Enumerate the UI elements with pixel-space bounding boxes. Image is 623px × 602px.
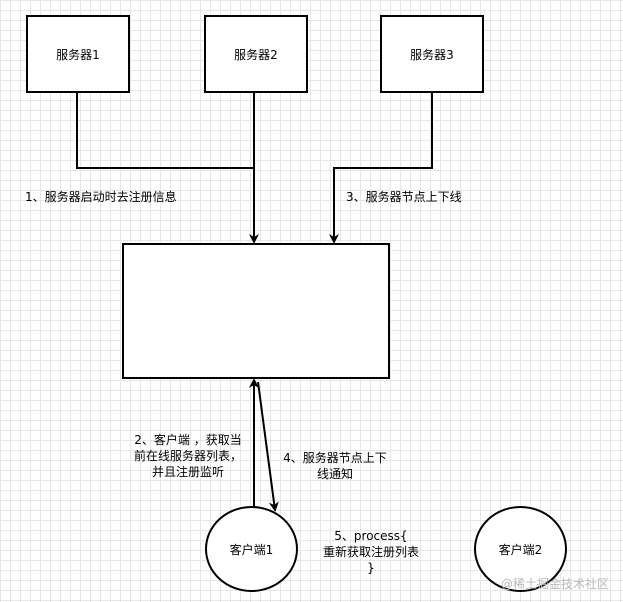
step5-line-2: 重新获取注册列表 <box>322 545 419 559</box>
server1-node: 服务器1 <box>26 15 130 93</box>
step5-label: 5、process{ 重新获取注册列表 } <box>312 528 430 576</box>
server2-node: 服务器2 <box>204 15 308 93</box>
server1-label: 服务器1 <box>56 47 100 62</box>
server1-connector <box>76 93 254 169</box>
step2-line-2: 前在线服务器列表， <box>133 449 242 463</box>
step2-label: 2、客户端 ，获取当 前在线服务器列表， 并且注册监听 <box>128 432 248 480</box>
client1-label: 客户端1 <box>229 542 274 557</box>
step1-label: 1、服务器启动时去注册信息 <box>25 190 177 204</box>
step2-line-1: 2、客户端 ，获取当 <box>134 433 242 447</box>
server2-label: 服务器2 <box>234 47 278 62</box>
step4-line-1: 4、服务器节点上下 <box>283 451 387 465</box>
client1-node: 客户端1 <box>205 506 298 592</box>
step3-label: 3、服务器节点上下线 <box>346 190 462 204</box>
step2-line-3: 并且注册监听 <box>151 465 224 479</box>
step4-line-2: 线通知 <box>316 467 353 481</box>
client2-label: 客户端2 <box>498 542 543 557</box>
registry-to-client1-arrow <box>257 381 279 512</box>
registry-node <box>122 243 390 379</box>
step5-line-1: 5、process{ <box>334 529 408 543</box>
step4-label: 4、服务器节点上下 线通知 <box>276 450 394 482</box>
client2-node: 客户端2 <box>474 506 567 592</box>
server3-to-registry-arrow <box>329 93 433 244</box>
step5-line-3: } <box>367 561 375 575</box>
server3-label: 服务器3 <box>410 47 454 62</box>
watermark: @稀土掘金技术社区 <box>500 577 609 591</box>
server3-node: 服务器3 <box>380 15 484 93</box>
